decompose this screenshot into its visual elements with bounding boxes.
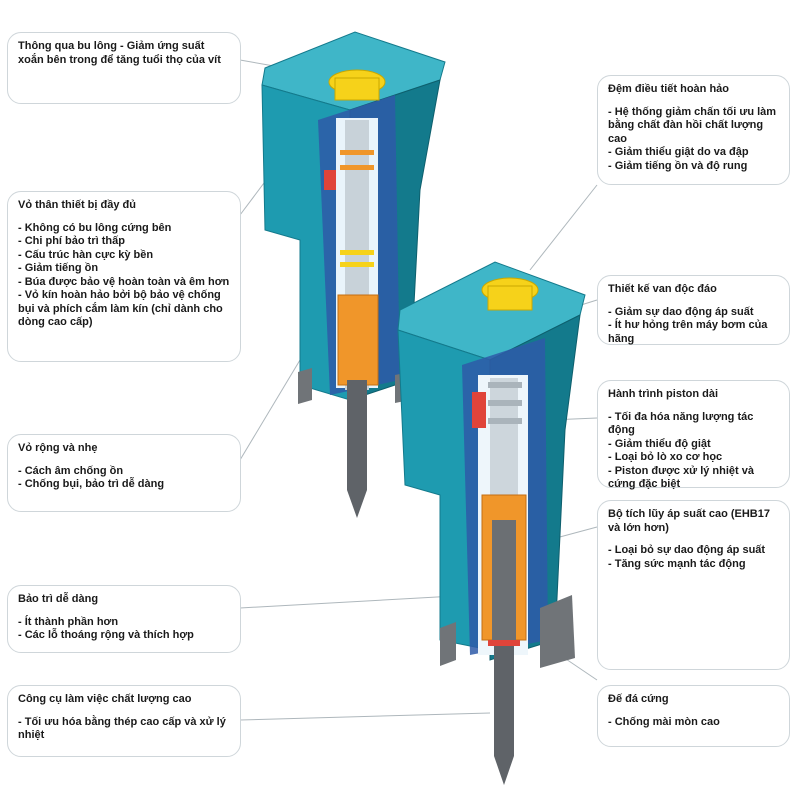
callout-piston-line: - Loại bỏ lò xo cơ học bbox=[608, 451, 723, 463]
callout-base-line: - Chống mài mòn cao bbox=[608, 715, 720, 728]
callout-piston-line: - Tối đa hóa năng lượng tác động bbox=[608, 410, 754, 437]
callout-tool-line: - Tối ưu hóa bằng thép cao cấp và xử lý … bbox=[18, 715, 226, 742]
callout-accum-line: - Loại bỏ sự dao động áp suất bbox=[608, 544, 766, 556]
callout-accum: Bộ tích lũy áp suất cao (EHB17 và lớn hơ… bbox=[597, 500, 790, 670]
callout-valve-line: - Ít hư hỏng trên máy bơm của hãng bbox=[608, 319, 768, 345]
callout-valve-line: - Giảm sự dao động áp suất bbox=[608, 305, 754, 318]
callout-housing-line: - Vỏ kín hoàn hảo bởi bộ bảo vệ chống bụ… bbox=[18, 289, 223, 328]
callout-damper-line: - Giảm thiểu giật do va đập bbox=[608, 146, 749, 158]
callout-wide-title: Vỏ rộng và nhẹ bbox=[18, 442, 98, 454]
callout-valve-title: Thiết kế van độc đáo bbox=[608, 283, 717, 295]
callout-housing-line: - Không có bu lông cứng bên bbox=[18, 221, 172, 234]
callout-damper-line: - Hệ thống giảm chấn tối ưu làm bằng chấ… bbox=[608, 105, 777, 145]
callout-valve: Thiết kế van độc đáo - Giảm sự dao động … bbox=[597, 275, 790, 345]
callout-bolt-text: Thông qua bu lông - Giảm ứng suất xoắn b… bbox=[18, 40, 221, 66]
breaker-front bbox=[397, 261, 586, 785]
callout-accum-title: Bộ tích lũy áp suất cao (EHB17 và lớn hơ… bbox=[608, 508, 770, 534]
callout-piston-line: - Giảm thiểu độ giật bbox=[608, 437, 711, 450]
callout-accum-line: - Tăng sức mạnh tác động bbox=[608, 557, 746, 570]
callout-base-title: Đế đá cứng bbox=[608, 693, 669, 705]
callout-housing-line: - Giảm tiếng ồn bbox=[18, 262, 99, 274]
callout-damper-title: Đệm điều tiết hoàn hảo bbox=[608, 83, 730, 95]
breaker-rear bbox=[261, 31, 446, 518]
callout-maint: Bảo trì dễ dàng - Ít thành phần hơn - Cá… bbox=[7, 585, 241, 653]
callout-base: Đế đá cứng - Chống mài mòn cao bbox=[597, 685, 790, 747]
callout-wide: Vỏ rộng và nhẹ - Cách âm chống ồn - Chốn… bbox=[7, 434, 241, 512]
callout-maint-line: - Các lỗ thoáng rộng và thích hợp bbox=[18, 629, 194, 641]
callout-housing-title: Vỏ thân thiết bị đầy đủ bbox=[18, 199, 136, 211]
callout-wide-line: - Chống bụi, bảo trì dễ dàng bbox=[18, 478, 165, 490]
callout-damper: Đệm điều tiết hoàn hảo - Hệ thống giảm c… bbox=[597, 75, 790, 185]
callout-piston: Hành trình piston dài - Tối đa hóa năng … bbox=[597, 380, 790, 490]
callout-damper-line: - Giảm tiếng ồn và độ rung bbox=[608, 159, 748, 172]
callout-wide-line: - Cách âm chống ồn bbox=[18, 464, 124, 477]
callout-housing-line: - Búa được bảo vệ hoàn toàn và êm hơn bbox=[18, 275, 230, 288]
callout-maint-line: - Ít thành phần hơn bbox=[18, 615, 119, 628]
callout-tool-title: Công cụ làm việc chất lượng cao bbox=[18, 693, 192, 705]
callout-bolt: Thông qua bu lông - Giảm ứng suất xoắn b… bbox=[7, 32, 241, 104]
leader-lines bbox=[239, 59, 598, 721]
callout-housing: Vỏ thân thiết bị đầy đủ - Không có bu lô… bbox=[7, 191, 241, 362]
callout-housing-line: - Cấu trúc hàn cực kỳ bền bbox=[18, 248, 154, 261]
callout-housing-line: - Chi phí bảo trì thấp bbox=[18, 235, 125, 247]
callout-piston-line: - Piston được xử lý nhiệt và cứng đặc bi… bbox=[608, 464, 755, 491]
callout-piston-title: Hành trình piston dài bbox=[608, 388, 718, 400]
callout-tool: Công cụ làm việc chất lượng cao - Tối ưu… bbox=[7, 685, 241, 757]
callout-maint-title: Bảo trì dễ dàng bbox=[18, 593, 99, 605]
